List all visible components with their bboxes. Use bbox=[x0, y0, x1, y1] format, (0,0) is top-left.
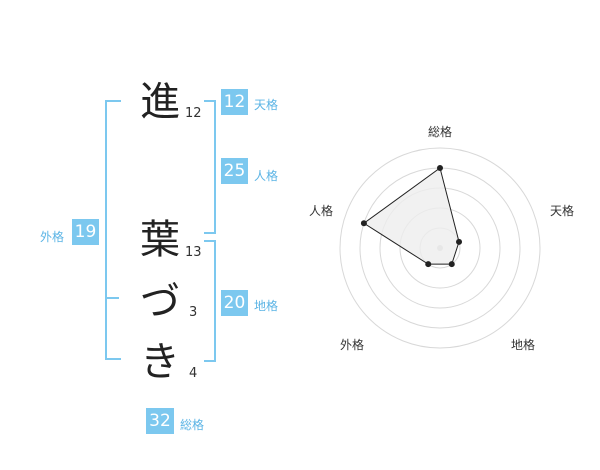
name-char-4: き bbox=[140, 339, 180, 385]
tenkaku-value: 12 bbox=[221, 89, 248, 115]
radar-point-4 bbox=[360, 220, 367, 227]
radar-point-2 bbox=[448, 261, 455, 268]
soukaku-value: 32 bbox=[146, 408, 174, 434]
gaikaku-value: 19 bbox=[72, 219, 99, 245]
soukaku-label: 総格 bbox=[180, 418, 205, 432]
stroke-count-3: 3 bbox=[189, 305, 198, 320]
chikaku-bracket bbox=[204, 240, 216, 362]
name-char-2: 葉 bbox=[140, 217, 180, 263]
jinkaku-label: 人格 bbox=[254, 169, 279, 183]
radar-point-0 bbox=[437, 165, 443, 171]
name-char-3: づ bbox=[140, 279, 180, 325]
stroke-count-2: 13 bbox=[185, 245, 202, 260]
stroke-count-1: 12 bbox=[185, 106, 202, 121]
radar-label-chikaku: 地格 bbox=[511, 338, 536, 352]
radar-label-tenkaku: 天格 bbox=[550, 204, 575, 218]
radar-polygon bbox=[363, 167, 460, 265]
radar-point-1 bbox=[456, 238, 463, 245]
stroke-count-4: 4 bbox=[189, 366, 198, 381]
jinkaku-value: 25 bbox=[221, 158, 248, 184]
gaikaku-bracket-tick bbox=[105, 297, 119, 299]
gaikaku-bracket bbox=[105, 100, 121, 360]
name-char-1: 進 bbox=[140, 79, 180, 125]
chikaku-value: 20 bbox=[221, 290, 248, 316]
radar-label-jinkaku: 人格 bbox=[309, 204, 334, 218]
radar-point-3 bbox=[425, 261, 432, 268]
tenkaku-label: 天格 bbox=[254, 98, 279, 112]
radar-ring bbox=[339, 147, 541, 349]
tenkaku-jinkaku-bracket bbox=[204, 100, 216, 234]
radar-label-gaikaku: 外格 bbox=[340, 338, 365, 352]
gaikaku-label: 外格 bbox=[40, 230, 65, 244]
radar-label-soukaku: 総格 bbox=[428, 125, 453, 139]
chikaku-label: 地格 bbox=[254, 299, 279, 313]
